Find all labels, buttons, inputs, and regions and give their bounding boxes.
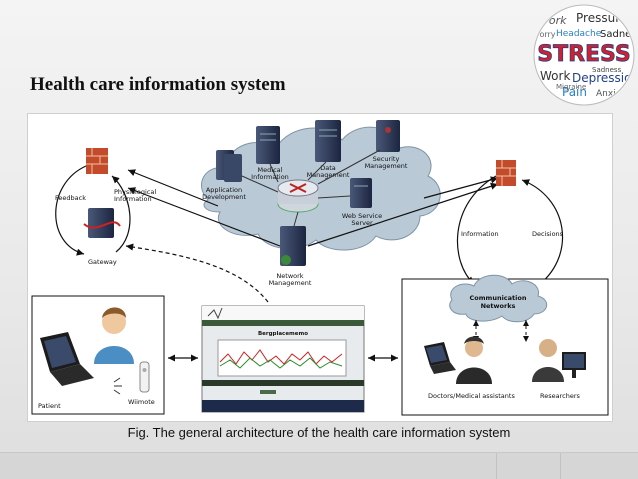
router-icon xyxy=(277,179,319,213)
right-firewall-icon xyxy=(496,160,516,186)
stress-word-11: Sadness xyxy=(592,66,622,74)
researchers-label: Researchers xyxy=(540,392,580,400)
security-management-label: Security xyxy=(373,155,400,163)
physiological-label-2: Information xyxy=(114,195,152,203)
stress-badge: Work Pressure Headache Sadness Worry STR… xyxy=(532,4,636,106)
security-management-server-icon xyxy=(376,120,400,152)
architecture-diagram: Medical Information Data Management Secu… xyxy=(27,113,613,422)
medical-information-server-icon xyxy=(256,126,280,164)
network-management-label-2: Management xyxy=(269,279,312,287)
application-development-label: Application xyxy=(206,186,242,194)
communication-networks-label: Communication xyxy=(470,294,527,302)
bottom-band-segment xyxy=(560,453,638,479)
left-firewall-icon xyxy=(86,148,108,174)
stress-word-3: Headache xyxy=(556,29,602,39)
application-development-server-icon xyxy=(216,150,242,182)
web-service-server-icon xyxy=(350,178,372,208)
researcher-monitor-icon xyxy=(562,352,586,378)
figure-caption: Fig. The general architecture of the hea… xyxy=(127,425,511,440)
patient-label: Patient xyxy=(38,402,61,410)
data-management-label: Data xyxy=(320,164,336,172)
medical-information-label-2: Information xyxy=(251,173,289,181)
web-service-server-label: Web Service xyxy=(342,212,382,220)
application-development-label-2: Development xyxy=(202,193,246,201)
security-management-label-2: Management xyxy=(365,162,408,170)
stress-word-9: Anxiety xyxy=(596,89,631,99)
stress-word-5: Worry xyxy=(532,30,556,39)
communication-networks-cloud: Communication Networks xyxy=(449,274,548,323)
feedback-label: Feedback xyxy=(55,194,86,202)
patient-avatar xyxy=(94,307,134,364)
slide-title: Health care information system xyxy=(30,74,286,95)
stress-word-2: Pressure xyxy=(576,11,627,25)
wiimote-icon xyxy=(139,361,150,393)
stress-word-10: Migraine xyxy=(556,83,586,91)
stress-word-7: Depression xyxy=(572,71,636,85)
doctor-avatar xyxy=(456,336,492,384)
network-management-server-icon xyxy=(280,226,306,266)
communication-networks-label-2: Networks xyxy=(481,302,516,310)
gateway-label: Gateway xyxy=(88,258,117,266)
stress-word-6: Work xyxy=(540,69,570,83)
screen-heading: Bergplacememo xyxy=(258,331,308,337)
stress-word-4: Sadness xyxy=(600,29,636,40)
wiimote-label: Wiimote xyxy=(128,398,155,406)
laptop-icon xyxy=(40,332,94,386)
bottom-band-segment xyxy=(496,453,561,479)
physiological-label: Physiological xyxy=(114,188,156,196)
stress-word-8: Pain xyxy=(562,85,587,99)
medical-information-label: Medical xyxy=(258,166,283,174)
staff-box: Communication Networks Doctors/Medical a… xyxy=(401,274,609,416)
web-service-server-label-2: Server xyxy=(351,219,373,227)
data-management-label-2: Management xyxy=(307,171,350,179)
bottom-band xyxy=(0,452,638,479)
stress-center: STRESS xyxy=(537,42,631,67)
researcher-avatar xyxy=(532,339,564,382)
doctors-label: Doctors/Medical assistants xyxy=(428,392,515,400)
decisions-label: Decisions xyxy=(532,230,564,238)
network-management-label: Network xyxy=(276,272,303,280)
information-label: Information xyxy=(461,230,499,238)
monitoring-screen: Bergplacememo xyxy=(201,305,365,413)
patient-box: Patient Wiimote xyxy=(31,295,165,415)
doctor-laptop-icon xyxy=(424,342,456,374)
data-management-server-icon xyxy=(315,120,341,162)
gateway-server-icon xyxy=(83,208,121,238)
